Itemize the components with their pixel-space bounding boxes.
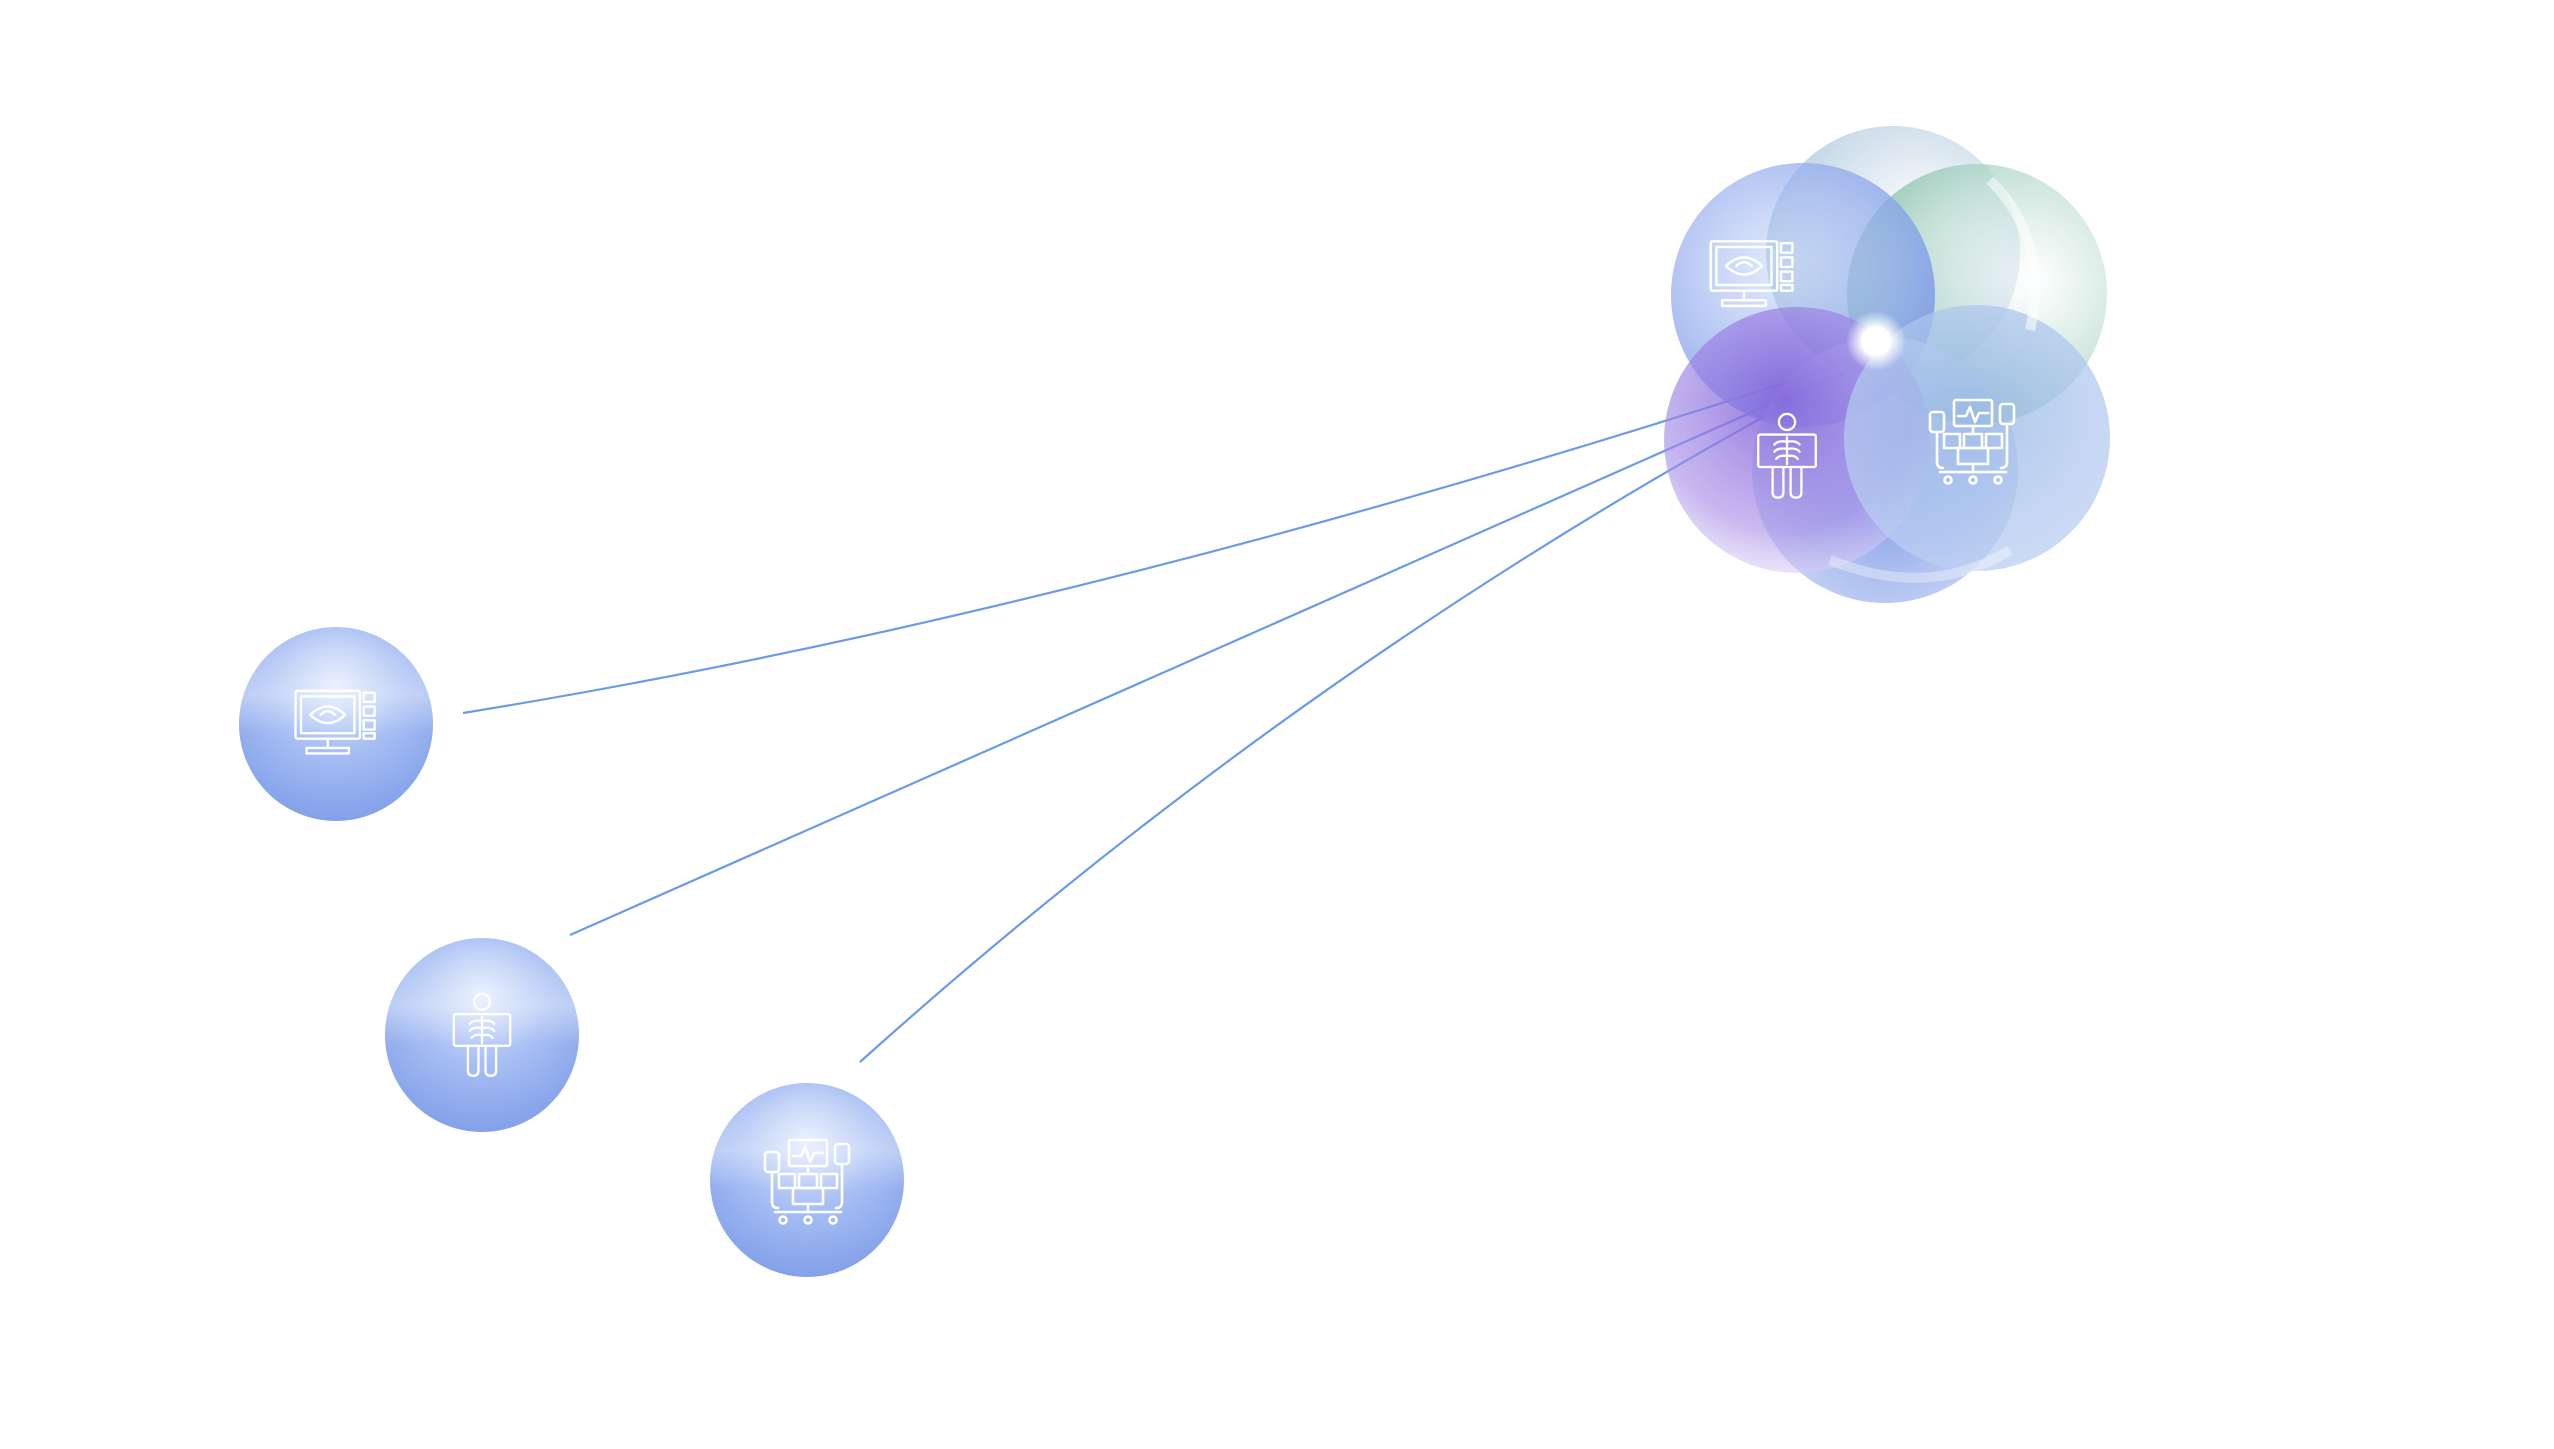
connector-lines <box>462 353 1871 1063</box>
hub-petal-bottom-right <box>1844 305 2110 571</box>
xray-node[interactable] <box>385 938 579 1132</box>
hub-sheen <box>1986 176 2040 332</box>
node-sheen <box>239 627 433 821</box>
hub-sheen <box>1828 545 2013 583</box>
ultrasound-node[interactable] <box>239 627 433 821</box>
connector-xray <box>569 358 1871 937</box>
integration-hub-icon <box>1664 126 2110 603</box>
connector-ultrasound <box>462 353 1871 715</box>
icu-node[interactable] <box>710 1083 904 1277</box>
node-sheen <box>710 1083 904 1277</box>
hub-center-dot <box>1861 326 1891 356</box>
